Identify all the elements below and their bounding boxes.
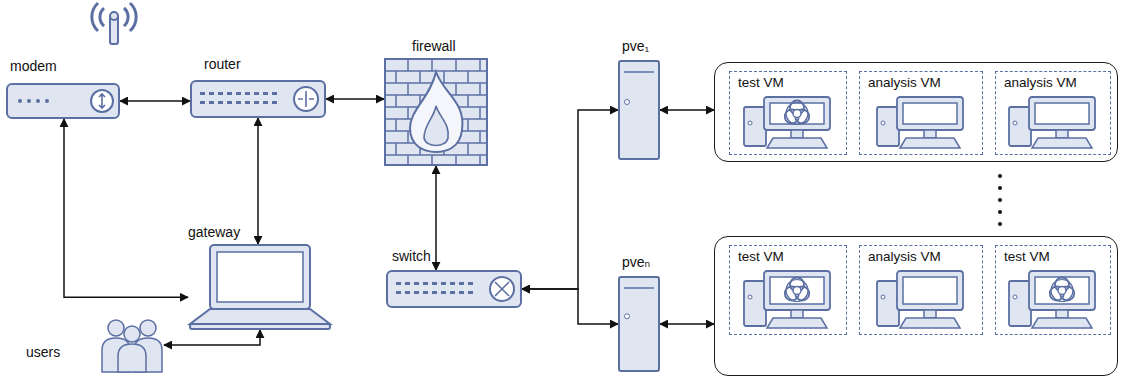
firewall-symbol	[384, 58, 488, 166]
switch-icon: switch	[386, 248, 524, 310]
network-link	[435, 166, 437, 270]
computer-symbol	[1007, 269, 1099, 330]
modem-symbol	[6, 83, 120, 119]
laptop-symbol	[188, 244, 332, 330]
modem-icon: modem	[6, 58, 124, 120]
server-icon: pve₁	[612, 38, 666, 162]
computer-symbol	[742, 95, 834, 150]
router-symbol	[190, 80, 326, 118]
users-symbol	[100, 316, 164, 374]
server-symbol	[618, 60, 660, 160]
node-label: modem	[10, 58, 57, 74]
node-label: pveₙ	[622, 254, 650, 270]
switch-symbol	[386, 270, 522, 308]
antenna-symbol	[92, 3, 136, 44]
computer-symbol	[875, 95, 967, 150]
node-label: test VM	[738, 75, 784, 91]
host-container: test VM analysis VM test VM	[714, 236, 1118, 376]
network-link	[164, 330, 260, 345]
node-label: router	[204, 56, 241, 72]
vm-box: test VM	[729, 71, 847, 155]
node-label: switch	[392, 248, 431, 264]
vm-box: test VM	[729, 245, 847, 335]
network-link	[64, 119, 188, 297]
network-link	[120, 100, 190, 102]
node-label: gateway	[188, 224, 240, 240]
server-symbol	[618, 276, 660, 372]
network-link	[326, 98, 384, 100]
node-label: analysis VM	[868, 249, 941, 265]
node-label: firewall	[412, 38, 456, 54]
network-link	[257, 118, 259, 244]
node-label: test VM	[738, 249, 784, 265]
router-icon: router	[190, 56, 328, 120]
node-label: users	[26, 344, 60, 360]
ellipsis-dots	[998, 174, 1002, 226]
node-label: test VM	[1004, 249, 1050, 265]
users-icon: users	[24, 316, 166, 376]
computer-symbol	[875, 269, 967, 330]
server-icon: pveₙ	[612, 254, 666, 376]
host-container: test VM analysis VM analysis VM	[714, 62, 1118, 162]
vm-box: analysis VM	[859, 245, 983, 335]
vm-box: analysis VM	[995, 71, 1111, 155]
node-label: pve₁	[622, 38, 649, 54]
network-link	[660, 323, 714, 325]
node-label: analysis VM	[1004, 75, 1077, 91]
network-link	[522, 110, 618, 289]
laptop-icon: gateway	[184, 224, 332, 332]
vm-box: analysis VM	[859, 71, 983, 155]
vm-box: test VM	[995, 245, 1111, 335]
node-label: analysis VM	[868, 75, 941, 91]
computer-symbol	[1007, 95, 1099, 150]
firewall-icon: firewall	[384, 38, 488, 168]
network-link	[522, 289, 618, 324]
computer-symbol	[742, 269, 834, 330]
network-link	[660, 109, 714, 111]
